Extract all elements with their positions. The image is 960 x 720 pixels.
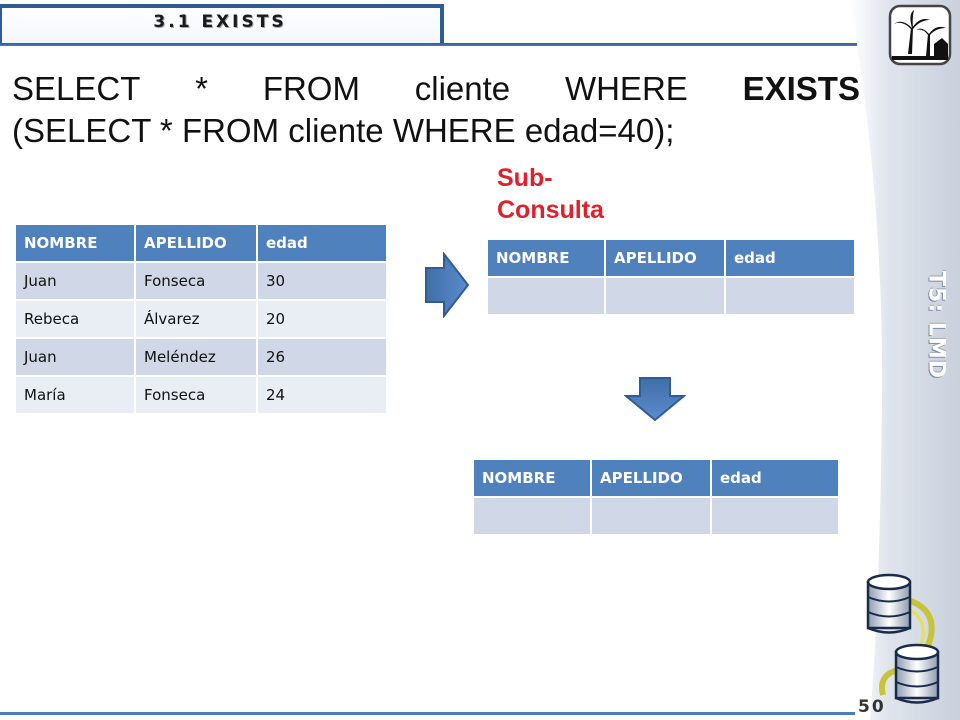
table-cell: Meléndez: [136, 339, 256, 375]
table-cell: 20: [258, 301, 386, 337]
table-cell: Juan: [16, 339, 134, 375]
page-number: 50: [858, 697, 886, 717]
table-cell: [592, 498, 710, 534]
subquery-table: NOMBRE APELLIDO edad: [486, 238, 856, 316]
table-row: Rebeca Álvarez 20: [16, 301, 386, 337]
arrow-right-icon: [425, 252, 470, 318]
sql-statement: SELECT * FROM cliente WHERE EXISTS (SELE…: [12, 68, 860, 152]
sidebar-band: [850, 0, 960, 720]
sql-keyword-select: SELECT: [12, 70, 141, 107]
table-cell: María: [16, 377, 134, 413]
table-row: [488, 278, 854, 314]
table-row: Juan Fonseca 30: [16, 263, 386, 299]
section-label-text: T5: LMD: [923, 271, 949, 379]
table-row: [474, 498, 838, 534]
sql-keyword-from: FROM: [262, 70, 360, 107]
subquery-label-line-1: Sub-: [497, 164, 553, 192]
sql-asterisk: *: [195, 70, 209, 107]
column-header-apellido: APELLIDO: [592, 460, 710, 496]
table-row: Juan Meléndez 26: [16, 339, 386, 375]
column-header-nombre: NOMBRE: [16, 225, 134, 261]
table-cell: [474, 498, 590, 534]
arrow-down-icon: [624, 377, 686, 422]
footer-rule: [0, 712, 855, 715]
column-header-edad: edad: [712, 460, 838, 496]
subquery-label-line-2: Consulta: [497, 196, 604, 224]
table-cell: 30: [258, 263, 386, 299]
column-header-apellido: APELLIDO: [606, 240, 724, 276]
sql-line-2: (SELECT * FROM cliente WHERE edad=40);: [12, 112, 675, 149]
table-cell: 24: [258, 377, 386, 413]
table-cell: Fonseca: [136, 263, 256, 299]
slide-title: 3.1 EXISTS: [153, 12, 287, 32]
table-cell: [726, 278, 854, 314]
table-row: María Fonseca 24: [16, 377, 386, 413]
sql-line-1: SELECT * FROM cliente WHERE EXISTS: [12, 68, 860, 110]
table-cell: Fonseca: [136, 377, 256, 413]
table-cell: Rebeca: [16, 301, 134, 337]
column-header-edad: edad: [258, 225, 386, 261]
table-header-row: NOMBRE APELLIDO edad: [474, 460, 838, 496]
table-cell: [488, 278, 604, 314]
palm-trees-logo-icon: [888, 4, 952, 66]
table-header-row: NOMBRE APELLIDO edad: [488, 240, 854, 276]
column-header-nombre: NOMBRE: [474, 460, 590, 496]
table-cell: 26: [258, 339, 386, 375]
result-table: NOMBRE APELLIDO edad: [472, 458, 840, 536]
table-cell: [606, 278, 724, 314]
column-header-nombre: NOMBRE: [488, 240, 604, 276]
table-cell: [712, 498, 838, 534]
section-label: T5: LMD: [912, 250, 960, 400]
sql-keyword-exists: EXISTS: [742, 70, 860, 107]
table-cell: Álvarez: [136, 301, 256, 337]
cliente-table: NOMBRE APELLIDO edad Juan Fonseca 30 Reb…: [14, 223, 388, 415]
sql-keyword-where: WHERE: [564, 70, 688, 107]
column-header-edad: edad: [726, 240, 854, 276]
table-cell: Juan: [16, 263, 134, 299]
subquery-label: Sub- Consulta: [497, 162, 657, 226]
header-rule: [0, 43, 905, 46]
column-header-apellido: APELLIDO: [136, 225, 256, 261]
title-tab: [0, 4, 444, 44]
database-stack-icon: [866, 573, 940, 704]
sql-table-name: cliente: [414, 70, 511, 107]
table-header-row: NOMBRE APELLIDO edad: [16, 225, 386, 261]
